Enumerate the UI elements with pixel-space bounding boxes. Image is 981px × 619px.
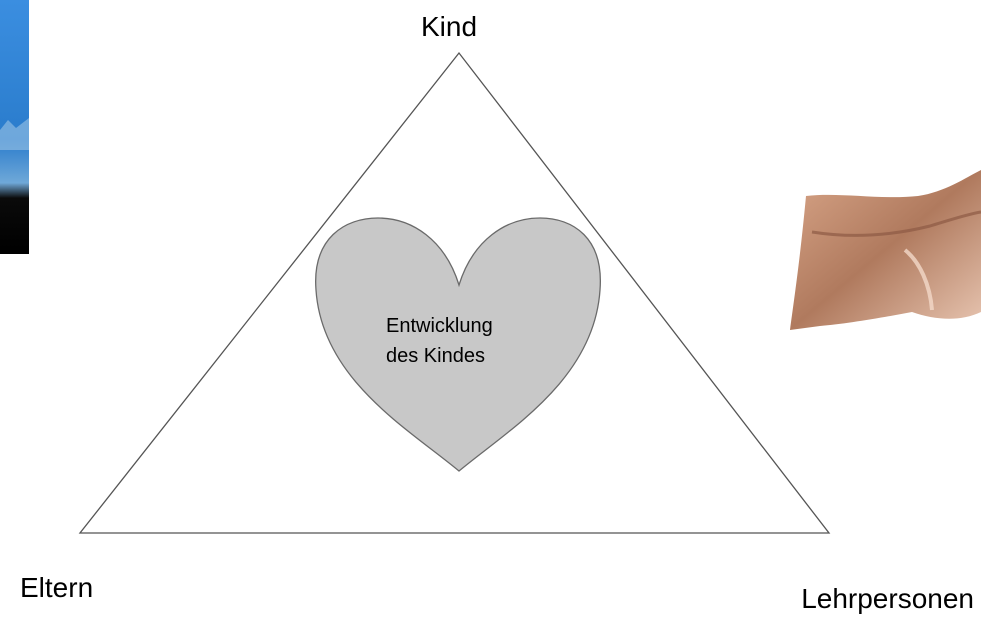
heart-shape bbox=[315, 217, 601, 472]
right-corner-label: Lehrpersonen bbox=[801, 583, 974, 614]
folded-arms-photo bbox=[790, 170, 981, 330]
left-corner-label: Eltern bbox=[20, 572, 93, 603]
heart-label-line2: des Kindes bbox=[386, 345, 485, 367]
top-corner-label: Kind bbox=[421, 11, 477, 42]
sky-photo-fragment bbox=[0, 0, 29, 254]
relationship-triangle bbox=[78, 51, 831, 534]
heart-label-line1: Entwicklung bbox=[386, 315, 493, 337]
